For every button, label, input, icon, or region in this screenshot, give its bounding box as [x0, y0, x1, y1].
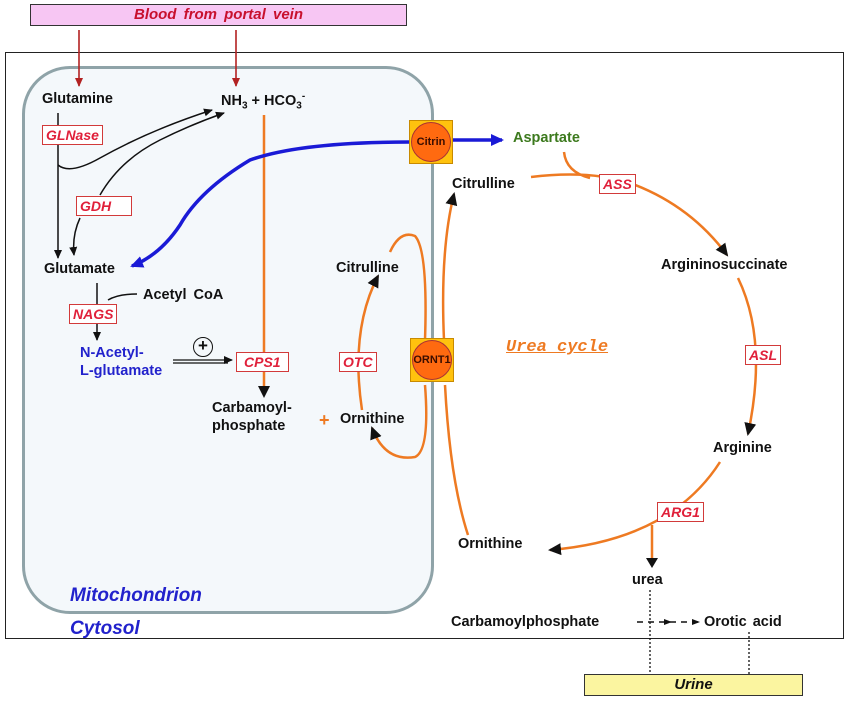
- orange-plus-icon: +: [319, 410, 330, 430]
- urine-box: Urine: [584, 674, 803, 696]
- glutamine-label: Glutamine: [42, 91, 113, 107]
- mitochondrion-label: Mitochondrion: [70, 585, 202, 606]
- enzyme-arg1: ARG1: [657, 502, 704, 522]
- nh3-subscript: 3: [241, 100, 248, 112]
- nh3-hco3-label: NH3 + HCO3-: [221, 92, 305, 112]
- citrulline-export-loop: [388, 233, 427, 341]
- acetyl-coa-label: Acetyl CoA: [143, 287, 224, 303]
- citrin-label: Citrin: [411, 122, 451, 162]
- enzyme-ass: ASS: [599, 174, 636, 194]
- urea-label: urea: [632, 572, 663, 588]
- acetyl-coa-join: [107, 293, 138, 301]
- n-acetyl-glutamate-label-line1: N-Acetyl-: [80, 345, 144, 361]
- gdh-to-nh3-arrow: [99, 111, 225, 196]
- carbamoylphosphate-arrowhead: [258, 386, 270, 398]
- gdh-to-glutamate-arrow: [69, 217, 81, 256]
- hco3-text: + HCO: [247, 92, 297, 109]
- arginine-to-ornithine-arc: [548, 461, 722, 556]
- cytosol-frame: [5, 52, 844, 639]
- argininosuccinate-label: Argininosuccinate: [661, 257, 788, 273]
- aspartate-join: [562, 151, 591, 180]
- urea-cycle-title: Urea cycle: [506, 338, 609, 357]
- ornithine-mito-label: Ornithine: [340, 411, 405, 427]
- enzyme-otc: OTC: [339, 352, 377, 372]
- carbamoylphosphate-cyto-label: Carbamoylphosphate: [451, 614, 600, 630]
- hco3-subscript: 3: [296, 100, 302, 112]
- ornt1-transporter: ORNT1: [410, 338, 454, 382]
- enzyme-gdh: GDH: [76, 196, 133, 216]
- mitochondrion-compartment: [22, 66, 434, 614]
- enzyme-glnase: GLNase: [42, 125, 103, 145]
- cytosol-label: Cytosol: [70, 618, 140, 639]
- arginine-label: Arginine: [713, 440, 772, 456]
- aspartate-label: Aspartate: [513, 130, 580, 146]
- orotic-acid-label: Orotic acid: [704, 614, 782, 630]
- activation-plus-icon: +: [193, 337, 213, 357]
- ornt1-label: ORNT1: [412, 340, 452, 380]
- citrulline-mito-label: Citrulline: [336, 260, 399, 276]
- blood-portal-vein-banner: Blood from portal vein: [30, 4, 407, 26]
- carbamoylphosphate-label-line2: phosphate: [212, 418, 286, 434]
- glutamate-label: Glutamate: [44, 261, 115, 277]
- ornithine-cyto-label: Ornithine: [458, 536, 523, 552]
- citrulline-export-to-cytosol: [441, 192, 458, 341]
- enzyme-cps1: CPS1: [236, 352, 289, 372]
- n-acetyl-glutamate-label-line2: L-glutamate: [80, 363, 163, 379]
- enzyme-asl: ASL: [745, 345, 781, 365]
- citrin-glutamate-transport: [130, 140, 411, 268]
- hco3-charge: -: [301, 91, 306, 102]
- carbamoylphosphate-label-line1: Carbamoyl-: [212, 400, 292, 416]
- glnase-to-nh3-arrow: [57, 108, 213, 170]
- ornithine-import-loop: [370, 384, 428, 459]
- ornithine-import-to-mito: [443, 384, 470, 536]
- urea-arrowhead: [646, 558, 658, 568]
- citrin-transporter: Citrin: [409, 120, 453, 164]
- enzyme-nags: NAGS: [69, 304, 118, 324]
- nh3-text: NH: [221, 92, 242, 109]
- citrulline-cyto-label: Citrulline: [452, 176, 515, 192]
- ornithine-to-citrulline-arc: [357, 274, 380, 411]
